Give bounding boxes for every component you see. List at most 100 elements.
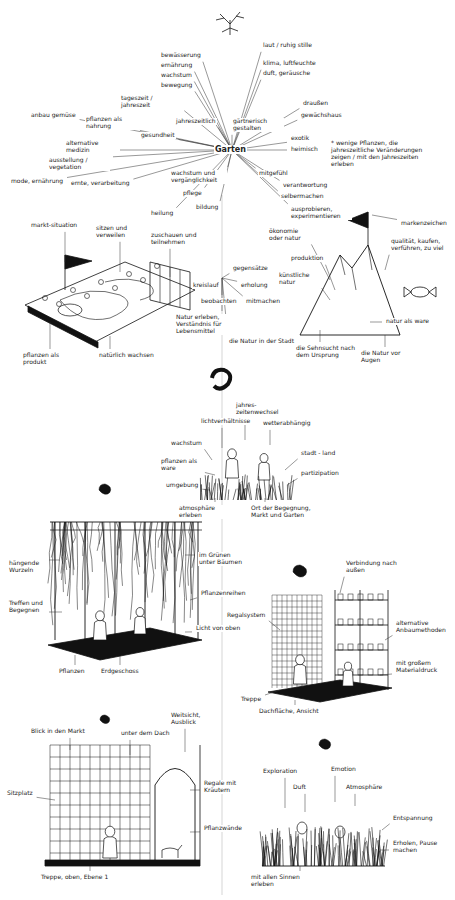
grass-blade (289, 828, 292, 867)
grid-line (50, 817, 150, 818)
plaza-path (105, 279, 153, 300)
hanging-root (51, 522, 56, 558)
hanging-root (97, 522, 103, 551)
leader-line (190, 598, 197, 600)
sketch-note: beobachten (200, 298, 238, 305)
hanging-root (90, 522, 93, 572)
sketch-note: erholung (240, 282, 269, 289)
person-head (105, 826, 115, 837)
grid-line (100, 745, 101, 860)
sketch-note: mode, ernährung (10, 178, 64, 185)
mesh-line (272, 625, 322, 626)
sketch-note: laut / ruhig stille (262, 42, 319, 49)
sketch-note: Exploration (262, 768, 298, 775)
leader-line (270, 430, 271, 445)
leader-line (222, 274, 229, 279)
grid-line (50, 745, 51, 860)
mesh-line (272, 655, 322, 656)
leader-line (130, 740, 131, 755)
root-icon (216, 12, 244, 35)
leader-line (285, 778, 286, 808)
grass-blade (377, 830, 380, 866)
plaza-path (60, 291, 128, 320)
flag (65, 255, 92, 269)
sketch-note: Emotion (330, 766, 357, 773)
plant-pot (358, 594, 363, 600)
hanging-root (116, 522, 120, 580)
sketch-note: Treffen und Begegnen (8, 600, 46, 614)
grid-line (140, 745, 141, 860)
hanging-root (54, 522, 56, 609)
mesh-line (272, 607, 322, 608)
sketch-note: die Natur in der Stadt (228, 338, 300, 345)
grass-blade (205, 489, 208, 500)
grass-blade (280, 837, 281, 866)
grass-blade (205, 475, 209, 500)
hanging-root (190, 522, 193, 618)
sketch-note: künstliche natur (278, 272, 320, 286)
person-head (136, 608, 144, 617)
person-head (297, 822, 307, 834)
plant-pot (338, 619, 343, 625)
grass-blade (325, 829, 329, 867)
leader-line (195, 72, 233, 150)
grass-blade (249, 482, 252, 500)
sketch-note: lichtverhältnisse (200, 418, 247, 425)
grass-blade (271, 852, 273, 866)
sketch-note: ernte, verarbeitung (70, 180, 131, 187)
person-head (260, 454, 268, 463)
person-figure (93, 620, 106, 640)
sketch-note: die Sehnsucht nach dem Ursprung (295, 345, 357, 359)
sketch-note: verantwortung (282, 182, 328, 189)
grass-blade (272, 829, 274, 866)
hanging-root (76, 522, 83, 542)
sketch-note: bewässerung (160, 52, 202, 59)
floor-shadow (268, 680, 392, 702)
sketch-note: gegensätze (232, 265, 269, 272)
grass-blade (332, 835, 334, 866)
grass-blade (268, 846, 271, 866)
tree-mark (71, 288, 76, 293)
leader-line (70, 738, 71, 750)
central-term: Garten (214, 145, 247, 154)
plant-pot (348, 619, 353, 625)
grass-blade (238, 479, 239, 500)
leader-line (265, 498, 266, 502)
sketch-note: Ort der Begegnung, Markt und Garten (250, 505, 312, 519)
grass-blade (372, 827, 375, 866)
grass-blade (367, 828, 369, 866)
grass-blade (272, 852, 275, 866)
plant-pot (378, 594, 383, 600)
mesh-line (272, 613, 322, 614)
sketch-note: bildung (195, 204, 219, 211)
sketch-note: unter dem Dach (120, 730, 171, 737)
leader-line (385, 335, 386, 347)
person-head (96, 611, 105, 621)
person-figure (103, 836, 117, 858)
sketch-note: Verbindung nach außen (345, 560, 407, 574)
grass-blade (244, 489, 246, 500)
grass-blade (279, 486, 283, 500)
sketch-note: Pflanzwände (203, 825, 247, 832)
plant-pot (358, 644, 363, 650)
sketch-note: wetterabhängig (262, 420, 319, 427)
leader-line (335, 776, 336, 802)
grass-blade (357, 832, 359, 866)
sketch-note: klima, luftfeuchte (262, 60, 317, 67)
leader-line (120, 656, 121, 665)
hanging-root (184, 522, 186, 601)
leader-line (382, 824, 390, 830)
ink-swirl (212, 370, 230, 389)
plant-pot (378, 644, 383, 650)
hanging-root (110, 522, 115, 616)
mesh-line (272, 643, 322, 644)
dog-figure (162, 845, 182, 858)
grid-line (130, 745, 131, 860)
grass-blade (259, 476, 261, 500)
grass-blade (332, 847, 335, 866)
mountain-ridge (340, 245, 372, 290)
sketch-note: ökonomie oder natur (268, 228, 310, 242)
